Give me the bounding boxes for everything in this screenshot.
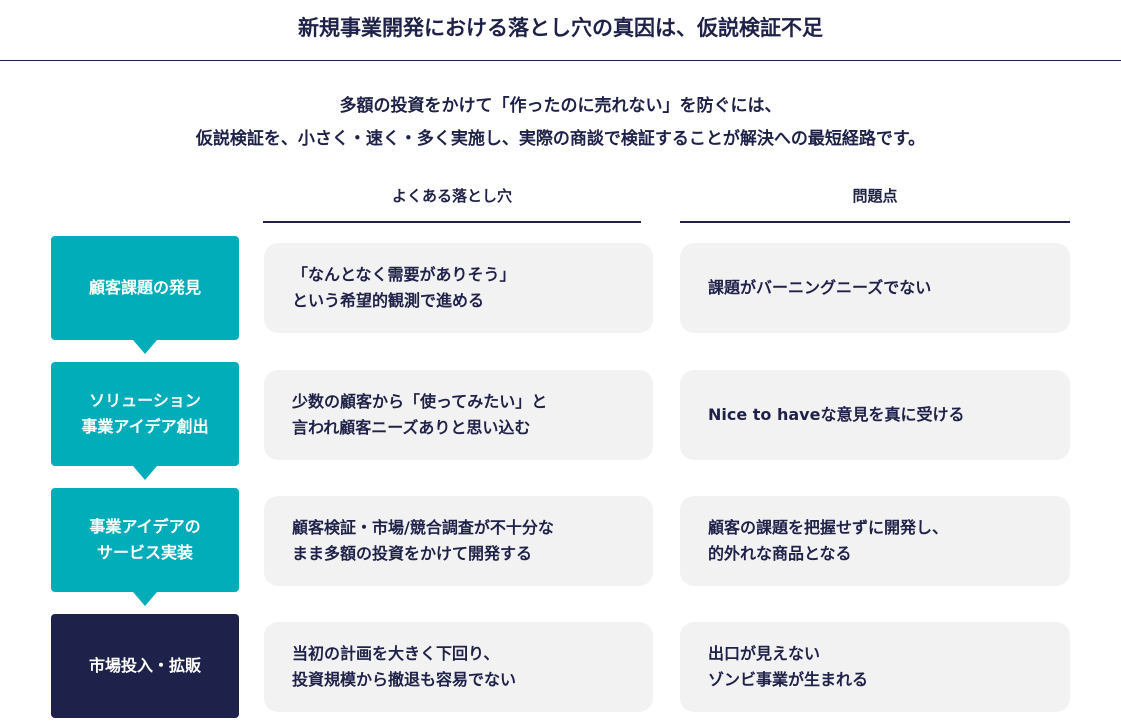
problem-card: Nice to haveな意見を真に受ける	[680, 370, 1070, 460]
step-box: ソリューション 事業アイデア創出	[51, 362, 239, 480]
column-header-pitfall: よくある落とし穴	[391, 187, 512, 205]
down-arrow-icon	[133, 340, 157, 354]
subtitle-line-1: 多額の投資をかけて「作ったのに売れない」を防ぐには、	[339, 96, 782, 116]
page-title: 新規事業開発における落とし穴の真因は、仮説検証不足	[298, 16, 823, 40]
problem-card: 顧客の課題を把握せずに開発し、 的外れな商品となる	[680, 496, 1070, 586]
pitfall-card: 「なんとなく需要がありそう」 という希望的観測で進める	[264, 243, 653, 333]
step-label: 顧客課題の発見	[88, 278, 201, 297]
step-box: 顧客課題の発見	[51, 236, 239, 354]
subtitle-line-2: 仮説検証を、小さく・速く・多く実施し、実際の商談で検証することが解決への最短経路…	[195, 129, 926, 149]
down-arrow-icon	[133, 592, 157, 606]
step-label: 事業アイデアの サービス実装	[89, 517, 201, 562]
step-box: 事業アイデアの サービス実装	[51, 488, 239, 606]
column-rule-pitfall	[263, 221, 641, 223]
pitfall-card: 少数の顧客から「使ってみたい」と 言われ顧客ニーズありと思い込む	[264, 370, 653, 460]
pitfall-card: 当初の計画を大きく下回り、 投資規模から撤退も容易でない	[264, 622, 653, 712]
step-label: 市場投入・拡販	[88, 656, 201, 675]
pitfall-card: 顧客検証・市場/競合調査が不十分な まま多額の投資をかけて開発する	[264, 496, 653, 586]
title-divider	[0, 60, 1121, 61]
problem-card: 出口が見えない ゾンビ事業が生まれる	[680, 622, 1070, 712]
step-label: ソリューション 事業アイデア創出	[81, 391, 209, 436]
problem-card: 課題がバーニングニーズでない	[680, 243, 1070, 333]
down-arrow-icon	[133, 466, 157, 480]
column-header-problem: 問題点	[852, 187, 898, 205]
column-rule-problem	[680, 221, 1070, 223]
step-box: 市場投入・拡販	[51, 614, 239, 718]
